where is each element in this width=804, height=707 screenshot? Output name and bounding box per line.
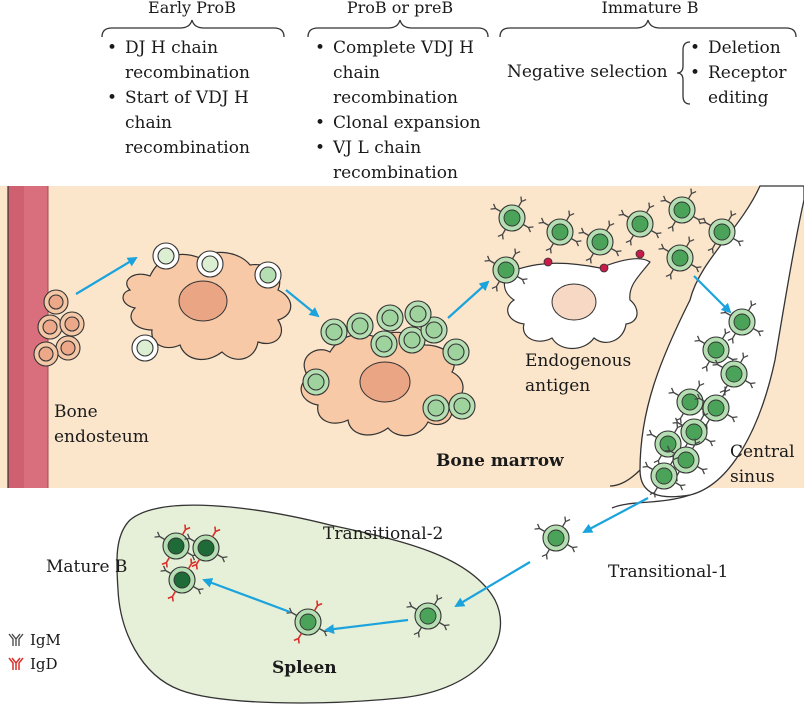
brace-immature-b xyxy=(499,19,797,38)
negative-selection-list: Deletion Receptor editing xyxy=(688,36,804,111)
stromal-cell-3 xyxy=(503,258,651,350)
stage-title-immature-b: Immature B xyxy=(601,0,699,17)
prob-preb-item-1: Complete VDJ H chain recombination xyxy=(313,36,493,111)
stage-braces xyxy=(101,19,797,38)
immature-b-cell xyxy=(617,201,663,247)
endogenous-antigen-label: Endogenous antigen xyxy=(525,351,632,396)
bone-endosteum-label: Bone endosteum xyxy=(54,402,149,447)
immature-b-cell xyxy=(659,187,705,233)
early-prob-cells xyxy=(131,242,282,362)
prob-cell-cluster xyxy=(33,289,85,367)
immature-b-cell xyxy=(577,219,623,265)
negative-selection-item-1: Deletion xyxy=(688,36,804,61)
sinus-b-cell xyxy=(693,385,739,431)
prob-preb-list: Complete VDJ H chain recombination Clona… xyxy=(313,36,523,186)
negative-selection-brace xyxy=(676,41,691,105)
transitional-2-label: Transitional-2 xyxy=(323,524,444,544)
endogenous-antigen-dots xyxy=(543,249,645,273)
transitional-1-cell xyxy=(533,515,579,561)
preb-cells xyxy=(302,300,476,422)
legend-igm-label: IgM xyxy=(30,631,61,649)
brace-early-prob xyxy=(101,19,285,38)
immature-b-cell xyxy=(483,247,529,293)
legend-igm-icon xyxy=(8,633,24,646)
sinus-b-cell xyxy=(711,351,757,397)
central-sinus-label: Central sinus xyxy=(730,442,795,487)
early-prob-item-1: DJ H chain recombination xyxy=(105,36,275,86)
bone-marrow-label: Bone marrow xyxy=(436,451,564,471)
stage-title-early-prob: Early ProB xyxy=(148,0,236,17)
immature-b-cell xyxy=(699,209,745,255)
stromal-cell-2 xyxy=(300,331,464,437)
sinus-b-cell xyxy=(641,453,687,499)
mature-b-cell xyxy=(159,557,205,603)
sinus-b-cell xyxy=(693,327,739,373)
transitional-2-cell xyxy=(405,593,451,639)
legend-igd-icon xyxy=(8,657,24,670)
sinus-b-cell xyxy=(671,409,717,455)
prob-preb-item-2: Clonal expansion xyxy=(313,111,523,136)
mature-b-cell xyxy=(183,525,229,571)
early-prob-list: DJ H chain recombination Start of VDJ H … xyxy=(105,36,295,161)
mature-b-label: Mature B xyxy=(46,557,128,577)
spleen-label: Spleen xyxy=(272,658,337,678)
negative-selection-label: Negative selection xyxy=(507,62,668,82)
brace-prob-preb xyxy=(307,19,489,38)
negative-selection-item-2: Receptor editing xyxy=(688,61,798,111)
immature-b-cells xyxy=(153,187,765,645)
stromal-cell-1 xyxy=(122,251,292,361)
early-prob-item-2: Start of VDJ H chain recombination xyxy=(105,86,295,161)
immature-b-cell xyxy=(657,235,703,281)
transitional-2-cell-igd xyxy=(285,599,331,645)
sinus-b-cell xyxy=(663,437,709,483)
sinus-b-cell xyxy=(667,379,713,425)
mature-b-cell xyxy=(153,523,199,569)
immature-b-cell xyxy=(537,209,583,255)
sinus-b-cell xyxy=(645,421,691,467)
legend-igd-label: IgD xyxy=(30,655,58,673)
transitional-1-label: Transitional-1 xyxy=(608,562,729,582)
prob-preb-item-3: VJ L chain recombination xyxy=(313,136,483,186)
immature-b-cell xyxy=(489,195,535,241)
flow-arrows xyxy=(75,256,732,634)
sinus-b-cell xyxy=(719,299,765,345)
stage-title-prob-preb: ProB or preB xyxy=(346,0,454,17)
